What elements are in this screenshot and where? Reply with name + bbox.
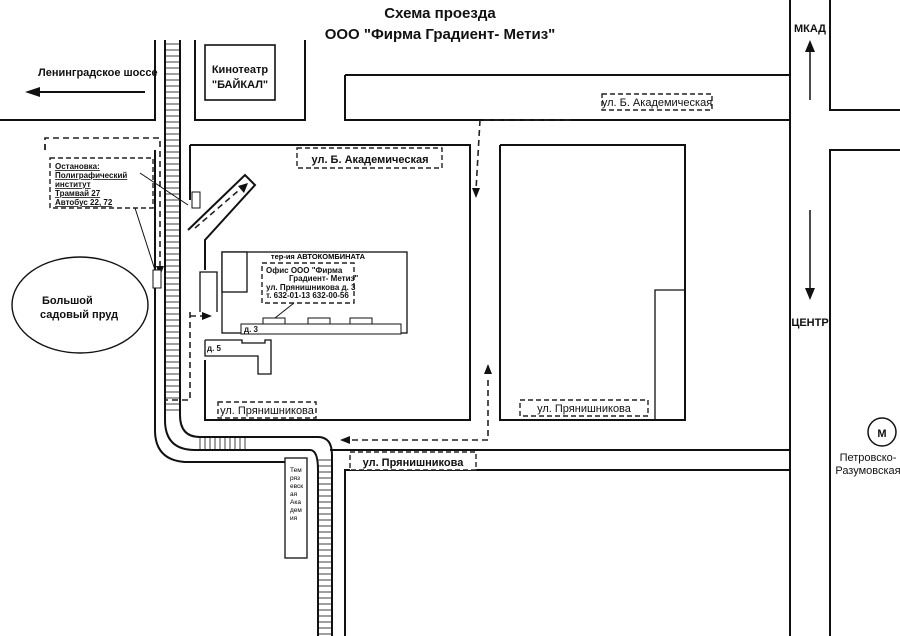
autokombinat-label: тер-ия АВТОКОМБИНАТА	[271, 252, 366, 261]
street-label-box	[217, 401, 317, 419]
building-d5-label: д. 5	[207, 344, 222, 353]
cinema-label-2: "БАЙКАЛ"	[212, 78, 268, 91]
office-phones: т. 632-01-13 632-00-56	[266, 291, 349, 300]
pond	[11, 256, 149, 354]
bus-stop-info: Остановка: Полиграфический институт Трам…	[55, 162, 127, 207]
arrow-left-icon	[25, 87, 145, 97]
office-box	[261, 262, 355, 304]
map-title-line2: ООО "Фирма Градиент- Метиз"	[325, 26, 556, 43]
pond-label-1: Большой	[42, 295, 93, 307]
akademicheskaya-main-label: ул. Б. Академическая	[311, 154, 428, 166]
route-path	[44, 119, 570, 444]
stop-bus: Автобус 22, 72	[55, 198, 113, 207]
office-name-1: Офис ООО "Фирма	[266, 266, 343, 275]
bus-stop-marker	[191, 191, 201, 209]
academy-text: ия	[290, 515, 298, 522]
cinema-building	[204, 44, 276, 101]
academy-text: Ака	[290, 499, 301, 506]
cinema-label-1: Кинотеатр	[212, 64, 269, 76]
pryanishnikova-main-label: ул. Прянишникова	[363, 457, 465, 469]
bus-stop-marker	[152, 269, 162, 289]
mkad-label: МКАД	[794, 23, 826, 35]
stop-pointer	[139, 172, 189, 206]
metro-symbol: М	[877, 428, 886, 440]
stop-title: Остановка:	[55, 162, 100, 171]
street-label-box	[601, 93, 713, 111]
academy-text: евск	[290, 483, 303, 490]
railway-ties	[165, 43, 332, 635]
metro-label-2: Разумовская	[835, 465, 900, 477]
academy-building	[284, 457, 308, 559]
stop-name-1: Полиграфический	[55, 171, 127, 180]
metro-label-1: Петровско-	[840, 452, 897, 464]
office-address: ул. Прянишникова д. 3	[266, 283, 356, 292]
akademicheskaya-top-label: ул. Б. Академическая	[602, 97, 712, 109]
office-info: Офис ООО "Фирма Градиент- Метиз" ул. Пря…	[266, 266, 358, 300]
leningradskoe-label: Ленинградское шоссе	[38, 67, 158, 79]
office-pointer	[274, 302, 295, 319]
academy-label: Тем ряз евск ая Ака дем ия	[290, 467, 303, 522]
academy-text: ряз	[290, 475, 300, 482]
stop-name-2: институт	[55, 180, 91, 189]
pond-label-2: садовый пруд	[40, 309, 118, 321]
stop-tram: Трамвай 27	[55, 189, 101, 198]
metro-icon	[867, 417, 897, 447]
academy-text: ая	[290, 491, 298, 498]
centr-label: ЦЕНТР	[791, 317, 828, 329]
office-name-2: Градиент- Метиз"	[289, 274, 358, 283]
pryanishnikova-label-2: ул. Прянишникова	[537, 403, 632, 415]
street-label-box	[296, 147, 443, 169]
building-d3-label: д. 3	[244, 325, 259, 334]
map-title-line1: Схема проезда	[384, 5, 496, 22]
arrow-down-icon	[805, 210, 815, 300]
street-label-box	[349, 451, 477, 471]
street-label-box	[519, 399, 649, 417]
arrow-up-icon	[805, 40, 815, 100]
pryanishnikova-label-1: ул. Прянишникова	[220, 405, 315, 417]
stop-pointer	[134, 207, 156, 271]
bus-stop-box	[49, 157, 154, 209]
academy-text: Тем	[290, 467, 302, 474]
academy-text: дем	[290, 507, 302, 514]
